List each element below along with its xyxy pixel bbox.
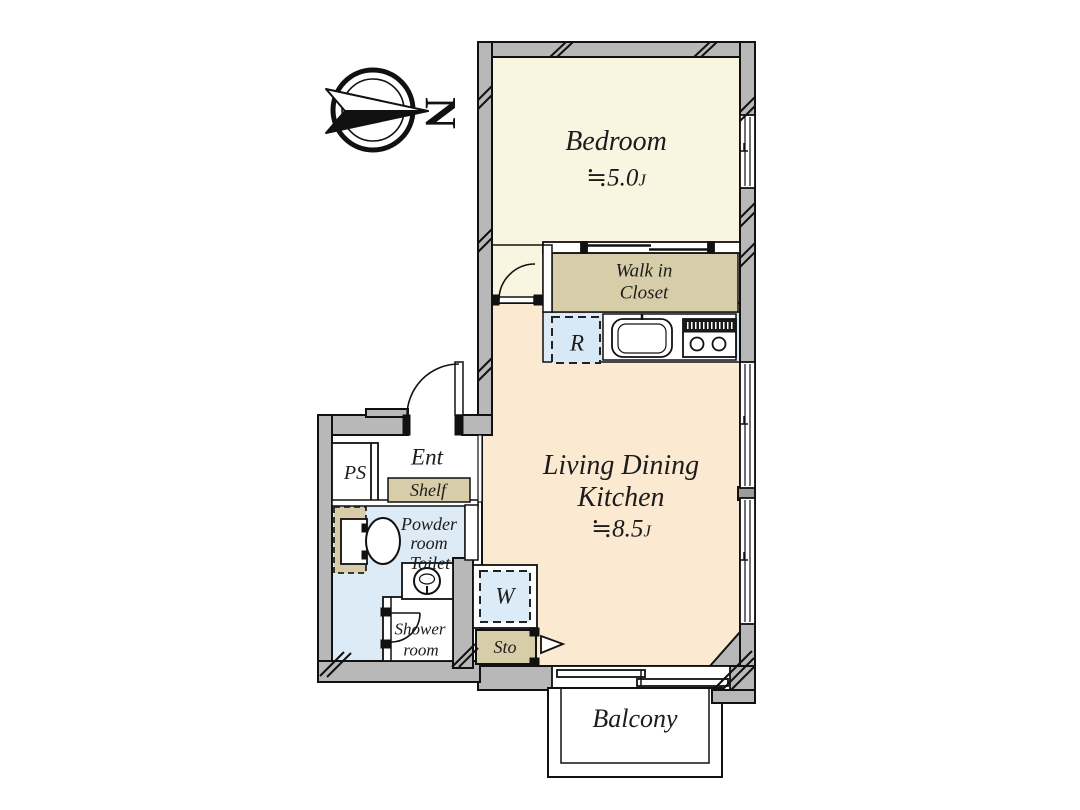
balcony-label: Balcony [592, 704, 678, 733]
wall-entrance-post [461, 414, 493, 436]
ent-threshold [477, 434, 483, 503]
bedroom-area-value: ≒5.0 [586, 164, 639, 192]
washer-label: W [495, 583, 515, 609]
bedroom-door [491, 263, 543, 306]
refrigerator-label: R [569, 330, 585, 356]
storage-label: Sto [493, 637, 517, 657]
wall-entrance-step [365, 408, 409, 418]
wic-sliding-door [542, 241, 741, 254]
toilet-icon [333, 506, 401, 574]
balcony-structure [547, 687, 756, 778]
fixtures [333, 314, 737, 667]
ldk-area-value: ≒8.5 [591, 515, 644, 543]
powder-room-label-line1: Powder [401, 514, 457, 534]
ldk-window-upper [739, 361, 756, 489]
wic-label-line1: Walk in [615, 260, 673, 282]
doors [402, 263, 543, 436]
wic-label-line2: Closet [619, 282, 669, 304]
washbasin-icon [401, 562, 454, 600]
sink-icon [611, 314, 673, 358]
wall-left-outer [317, 414, 333, 683]
storage-door-flag [540, 634, 566, 655]
shower-door [380, 607, 421, 649]
powder-room-label-line2: room [410, 533, 448, 553]
wall-utility [452, 557, 474, 669]
shower-room-box [382, 596, 454, 662]
ldk-window-lower [739, 497, 756, 625]
compass-icon [325, 67, 429, 153]
compass-north-label: N [416, 97, 465, 129]
compass-needle-bottom [325, 110, 429, 134]
bedroom-window [739, 114, 756, 189]
washer-pan [479, 570, 531, 623]
ldk-area-unit: J [643, 521, 651, 541]
powder-room-label-line3: Toilet [409, 553, 451, 573]
storage-box [475, 627, 566, 667]
bedroom-floor [491, 56, 741, 248]
wic-floor [551, 252, 739, 313]
shelf-box [387, 477, 471, 503]
wall-bottom-right-stub [711, 689, 756, 704]
shower-room-label-line2: room [403, 640, 439, 660]
bedroom-area: ≒5.0J [586, 166, 646, 191]
balcony-sliding-door [551, 665, 731, 691]
entrance-label: Ent [411, 444, 443, 470]
bedroom-label: Bedroom [565, 126, 667, 157]
wic-left-wall [542, 244, 553, 313]
ldk-label-line1: Living Dining [542, 450, 700, 481]
refrigerator-box [551, 316, 601, 364]
ldk-label-line2: Kitchen [577, 482, 665, 513]
shower-room-label-line1: Shower [394, 619, 446, 639]
wall-hatches [319, 41, 756, 691]
entrance-door [402, 361, 464, 436]
stove-icon [682, 318, 737, 358]
bedroom-area-unit: J [638, 170, 646, 190]
ldk-area: ≒8.5J [591, 517, 651, 542]
pipe-shaft-label: PS [343, 462, 367, 484]
windows [542, 114, 756, 691]
powder-right-wall [464, 504, 479, 561]
shelf-label: Shelf [410, 480, 446, 500]
